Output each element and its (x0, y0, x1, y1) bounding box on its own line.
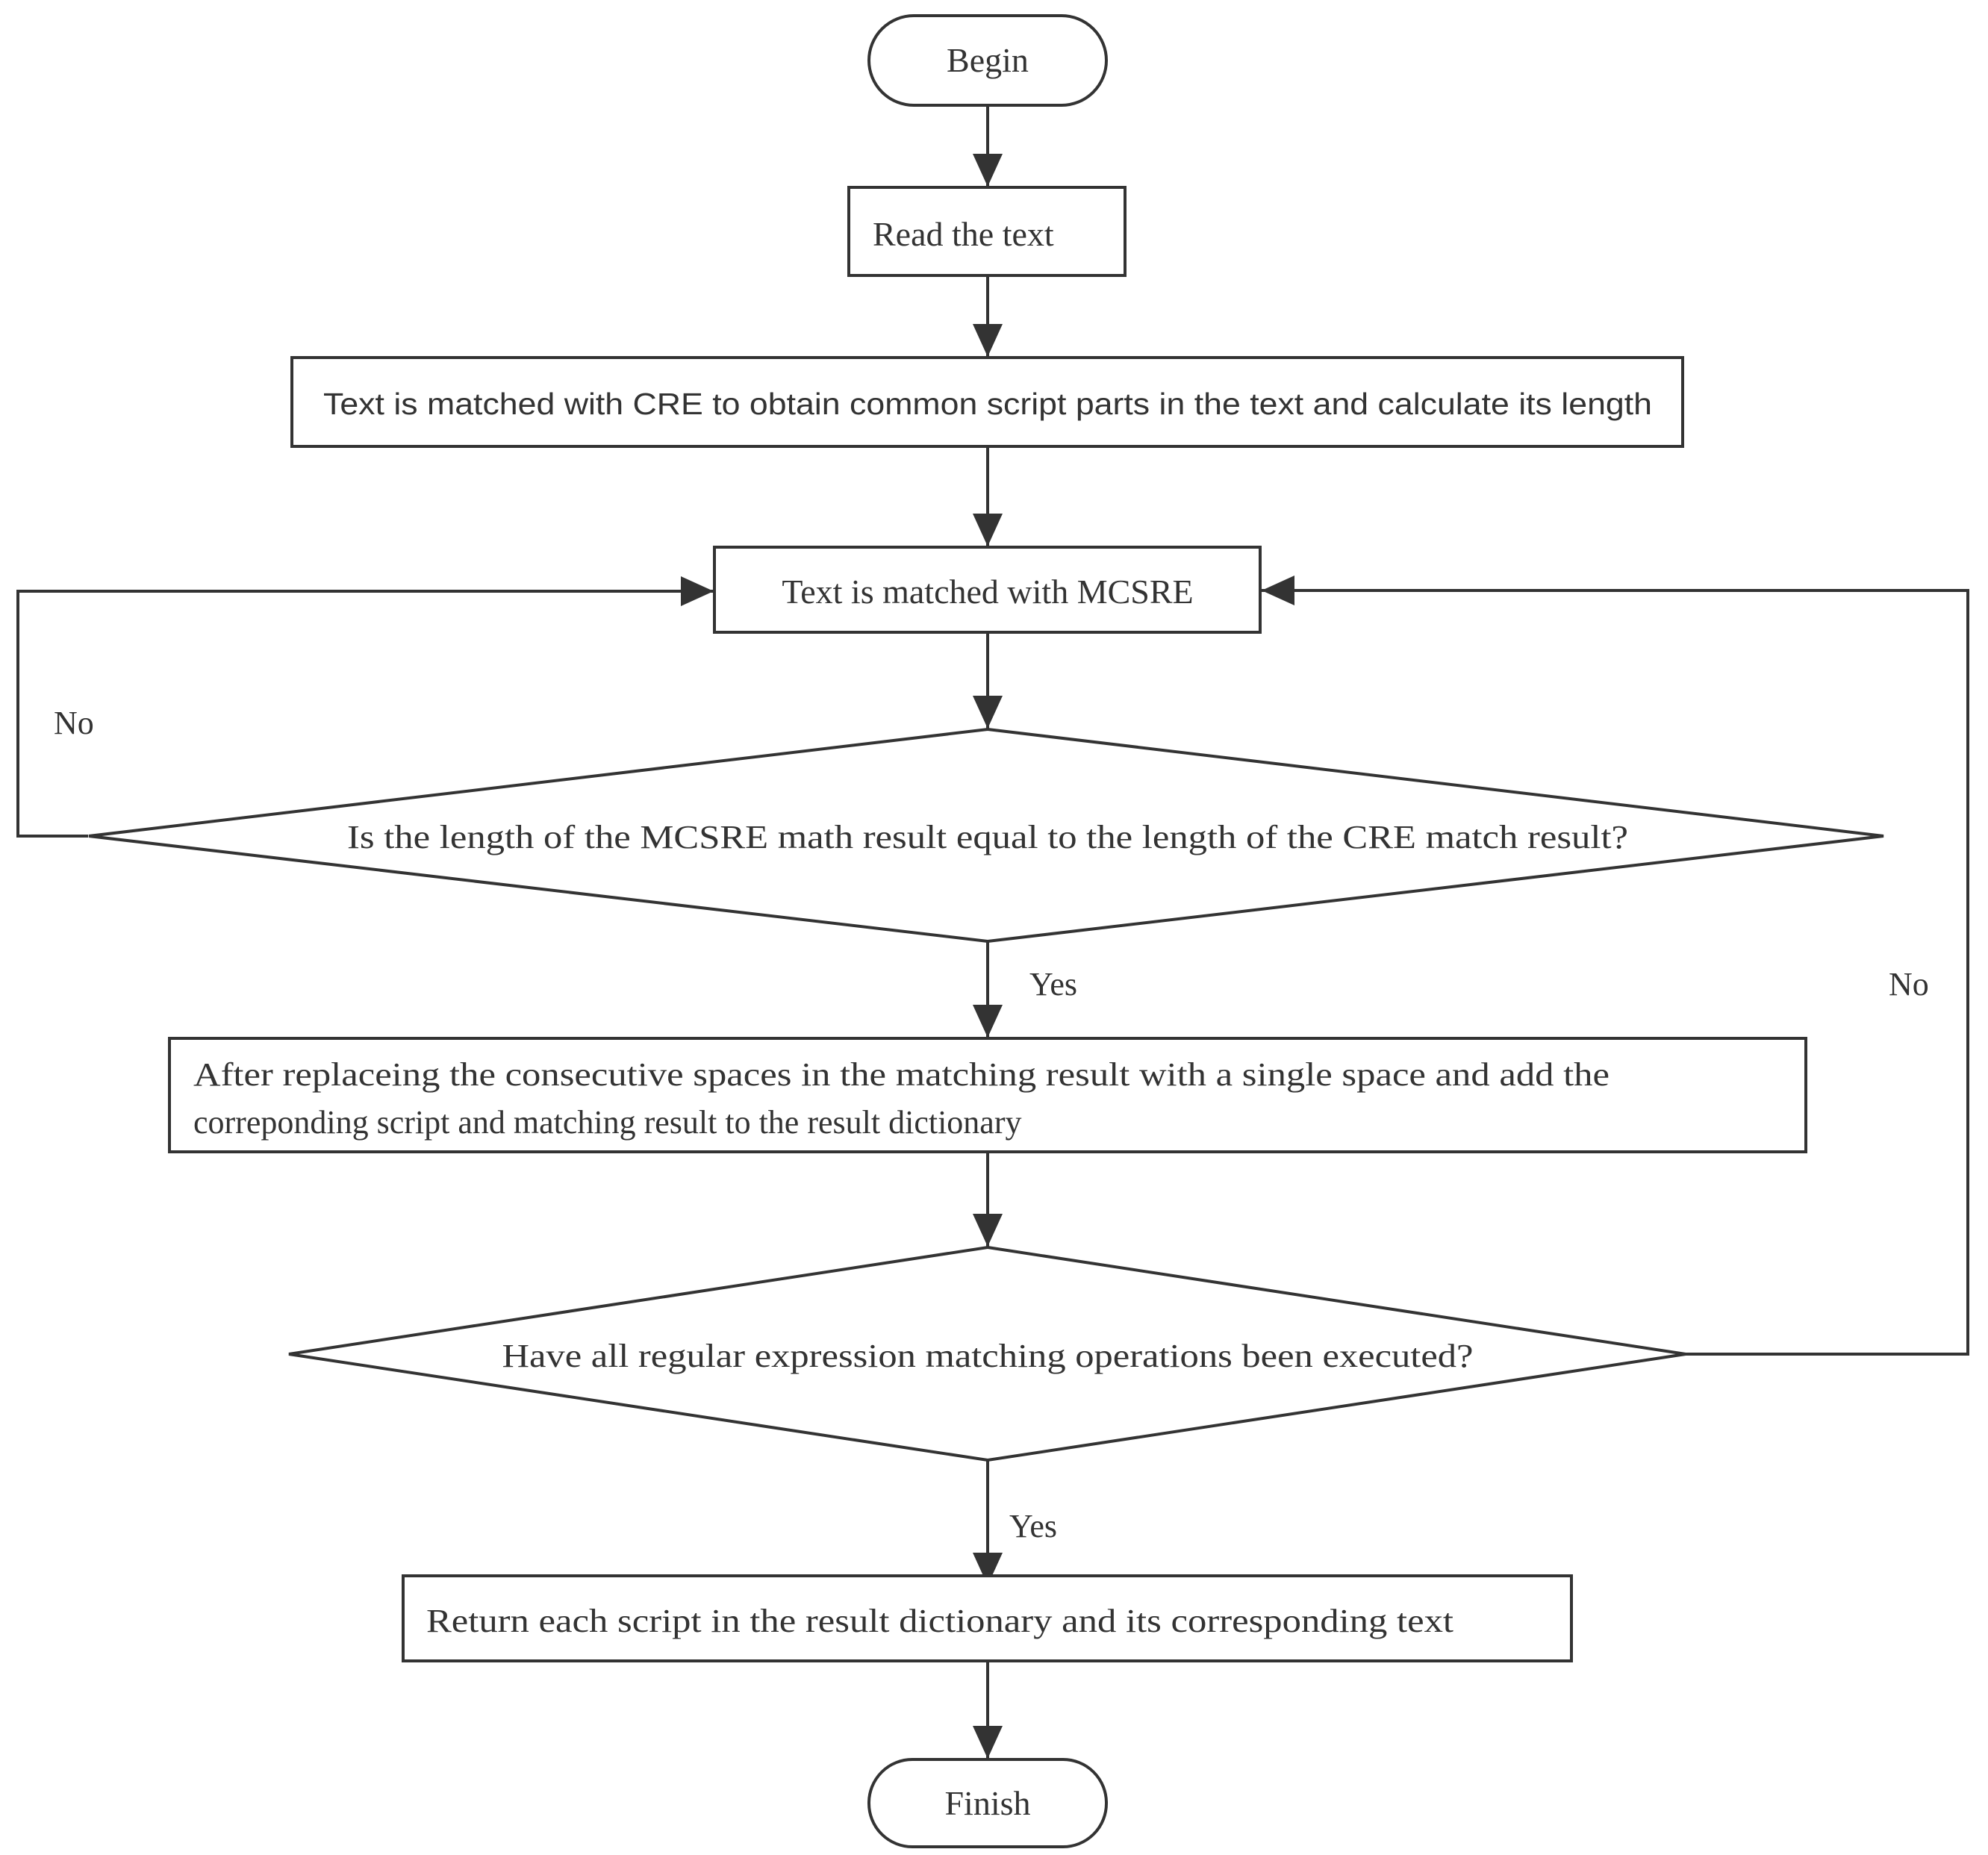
decision2-no-label: No (1889, 966, 1929, 1003)
read-text-label: Read the text (873, 215, 1054, 253)
return-results-label: Return each script in the result diction… (426, 1603, 1453, 1639)
length-check-decision (88, 727, 1884, 944)
mcsre-match-box (713, 546, 1262, 634)
finish-terminator (867, 1758, 1108, 1848)
decision1-no-label: No (54, 705, 94, 741)
cre-match-box (290, 356, 1684, 448)
decision2-yes-label: Yes (1009, 1508, 1057, 1544)
decision1-yes-label: Yes (1029, 966, 1077, 1003)
return-results-box (402, 1574, 1573, 1662)
begin-label: Begin (947, 41, 1029, 79)
begin-terminator (867, 14, 1108, 107)
finish-label: Finish (944, 1784, 1030, 1822)
all-executed-label: Have all regular expression matching ope… (502, 1338, 1474, 1374)
replace-spaces-box (168, 1037, 1807, 1153)
length-check-label: Is the length of the MCSRE math result e… (347, 819, 1628, 855)
edge-decision1-no-loop (16, 576, 714, 838)
edge-decision2-no-loop (1262, 576, 1969, 1356)
all-executed-decision (288, 1245, 1686, 1462)
read-text-box (847, 186, 1127, 277)
mcsre-match-label: Text is matched with MCSRE (782, 573, 1193, 611)
replace-spaces-label-line1: After replaceing the consecutive spaces … (193, 1056, 1610, 1093)
replace-spaces-label-line2: correponding script and matching result … (193, 1104, 1021, 1141)
cre-match-label: Text is matched with CRE to obtain commo… (323, 387, 1652, 421)
